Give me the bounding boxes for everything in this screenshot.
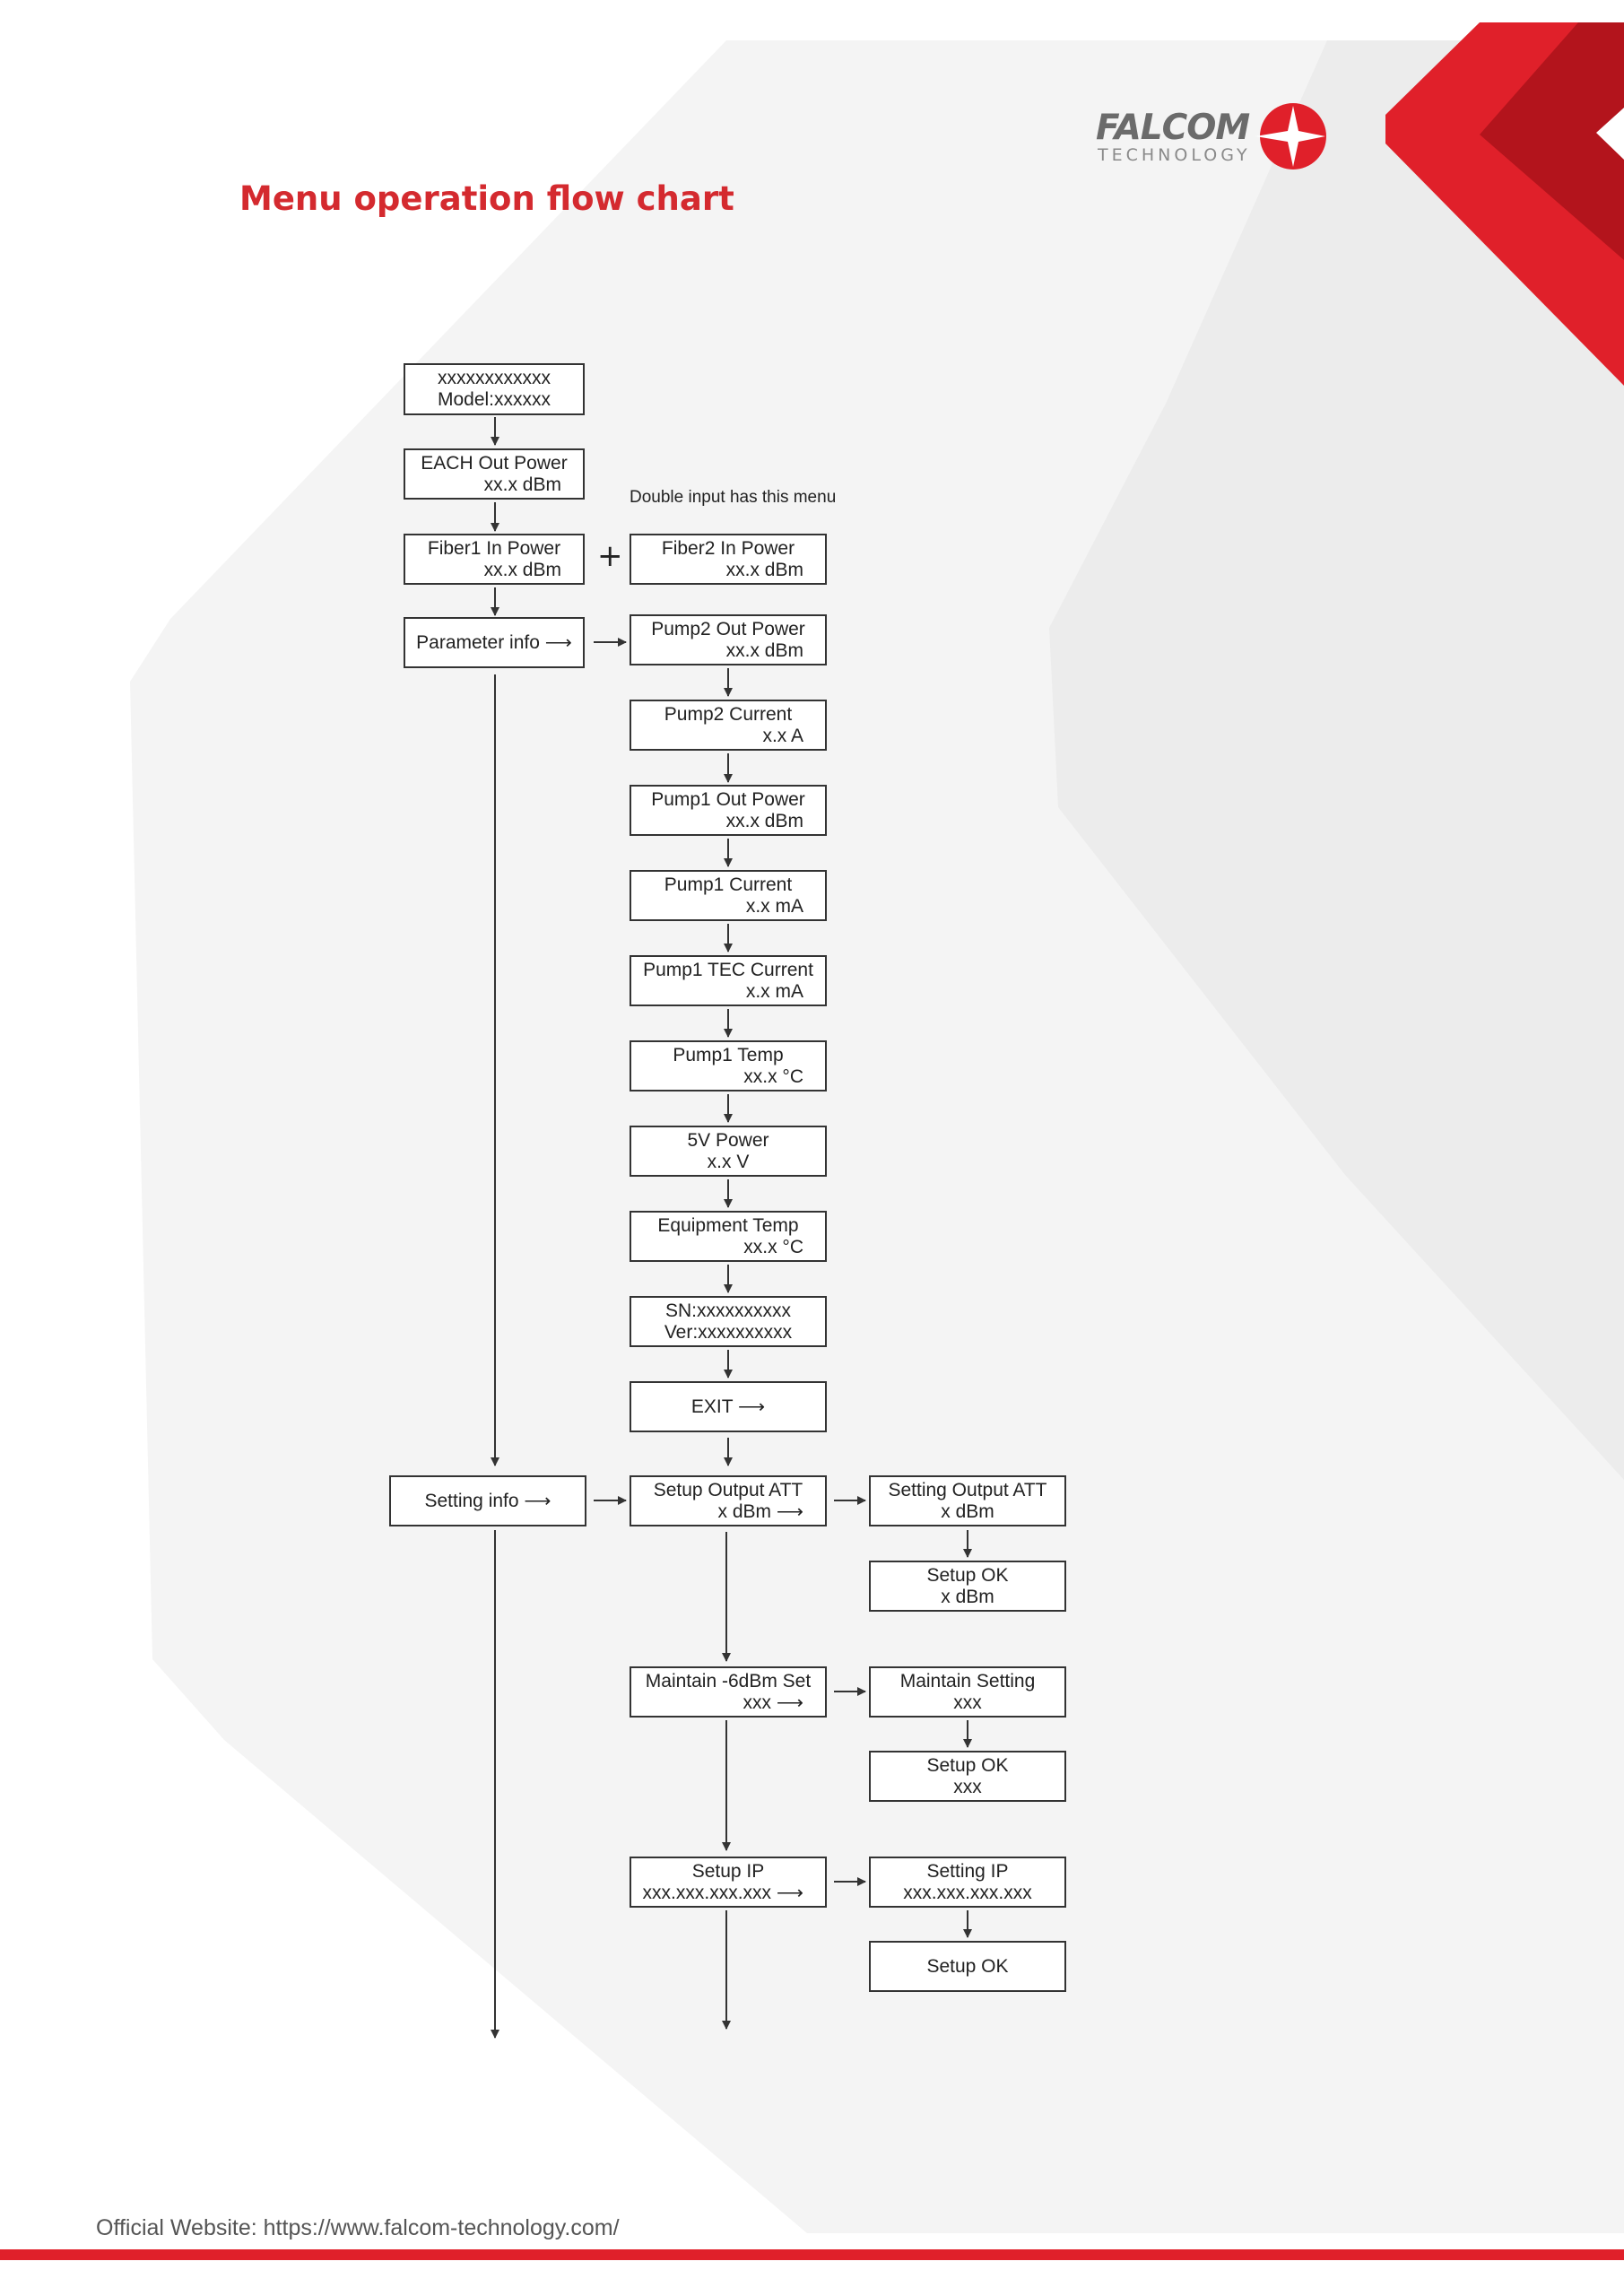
pump1-out-power-box: Pump1 Out Power xx.x dBm: [630, 785, 827, 836]
page-title: Menu operation flow chart: [239, 179, 734, 218]
model-box: xxxxxxxxxxxx Model:xxxxxx: [404, 363, 585, 415]
footer-website[interactable]: Official Website: https://www.falcom-tec…: [96, 2215, 620, 2240]
exit-box: EXIT ⟶: [630, 1381, 827, 1432]
setup-ok-maintain-box: Setup OK xxx: [869, 1751, 1066, 1802]
fiber2-in-power-box: Fiber2 In Power xx.x dBm: [630, 534, 827, 585]
setup-ok-ip-box: Setup OK: [869, 1941, 1066, 1992]
compass-star-icon: [1255, 103, 1326, 170]
pump1-temp-box: Pump1 Temp xx.x °C: [630, 1040, 827, 1091]
pump2-current-box: Pump2 Current x.x A: [630, 700, 827, 751]
maintain-setting-box: Maintain Setting xxx: [869, 1666, 1066, 1718]
5v-power-box: 5V Power x.x V: [630, 1126, 827, 1177]
setup-ok-att-box: Setup OK x dBm: [869, 1561, 1066, 1612]
maintain-6dbm-set-box: Maintain -6dBm Set xxx ⟶: [630, 1666, 827, 1718]
bottom-accent-bar: [0, 2249, 1624, 2260]
setting-ip-box: Setting IP xxx.xxx.xxx.xxx: [869, 1857, 1066, 1908]
equipment-temp-box: Equipment Temp xx.x °C: [630, 1211, 827, 1262]
setting-output-att-box: Setting Output ATT x dBm: [869, 1475, 1066, 1526]
setup-ip-box: Setup IP xxx.xxx.xxx.xxx ⟶: [630, 1857, 827, 1908]
parameter-info-box: Parameter info ⟶: [404, 617, 585, 668]
sn-version-box: SN:xxxxxxxxxx Ver:xxxxxxxxxx: [630, 1296, 827, 1347]
plus-sign: +: [597, 538, 623, 574]
double-input-note: Double input has this menu: [630, 488, 837, 507]
brand-name: FALCOM: [1096, 108, 1250, 148]
pump2-out-power-box: Pump2 Out Power xx.x dBm: [630, 614, 827, 665]
setting-info-box: Setting info ⟶: [389, 1475, 586, 1526]
each-out-power-box: EACH Out Power xx.x dBm: [404, 448, 585, 500]
pump1-tec-current-box: Pump1 TEC Current x.x mA: [630, 955, 827, 1006]
brand-subtitle: TECHNOLOGY: [1098, 145, 1251, 165]
pump1-current-box: Pump1 Current x.x mA: [630, 870, 827, 921]
fiber1-in-power-box: Fiber1 In Power xx.x dBm: [404, 534, 585, 585]
setup-output-att-box: Setup Output ATT x dBm ⟶: [630, 1475, 827, 1526]
